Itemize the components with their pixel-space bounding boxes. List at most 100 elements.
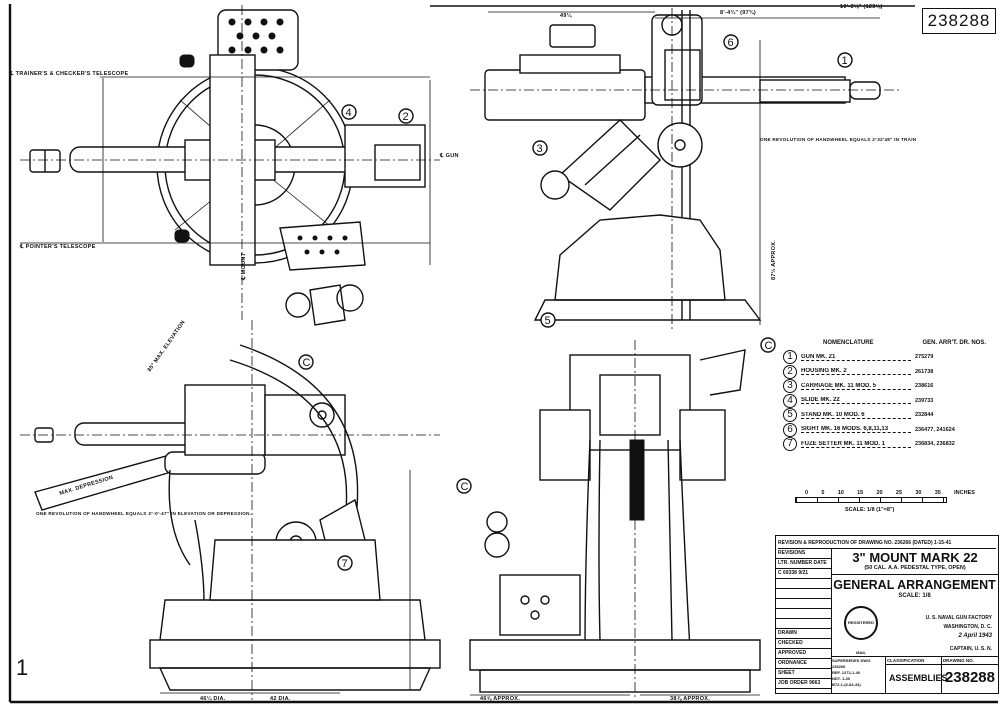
svg-text:6: 6 bbox=[728, 37, 734, 49]
checked-label: CHECKED bbox=[776, 639, 831, 649]
title-block-bottom: SUPERSEDES DWG. 236266 REF. 1272-1-40 ND… bbox=[831, 656, 998, 693]
item-number: 4 bbox=[783, 393, 797, 408]
classification-header: CLASSIFICATION bbox=[885, 657, 941, 665]
max-elevation-label: 85° MAX. ELEVATION bbox=[147, 320, 187, 374]
side-view-top-right: 6 3 5 1 bbox=[470, 8, 900, 330]
dim-top-1: 49¼ bbox=[560, 12, 572, 19]
ordnance-label: ORDNANCE bbox=[776, 659, 831, 669]
note: NDT. 1-40 bbox=[832, 676, 851, 681]
item-name: STAND MK. 10 MOD. 6 bbox=[801, 412, 911, 419]
drawing-no-value: 238288 bbox=[944, 669, 995, 686]
mount-centerline-label: ℄ MOUNT bbox=[240, 252, 247, 281]
sheet-mark: 1 bbox=[16, 655, 29, 680]
svg-text:4: 4 bbox=[346, 107, 352, 119]
trainer-telescope-label: ℄ TRAINER'S & CHECKER'S TELESCOPE bbox=[9, 70, 128, 77]
approx-dim-2: 46⅝ APPROX. bbox=[480, 696, 520, 702]
item-name: SIGHT MK. 16 MODS. 6,8,11,13 bbox=[801, 426, 911, 434]
rev-col: DATE bbox=[813, 560, 827, 566]
drawing-frame bbox=[8, 4, 998, 704]
approved-label: APPROVED bbox=[776, 649, 831, 659]
svg-text:2: 2 bbox=[403, 111, 409, 123]
rev-cell: 9/21 bbox=[798, 570, 809, 576]
approx-dim-3: 38⅞ APPROX. bbox=[670, 696, 710, 702]
item-number: 1 bbox=[783, 350, 797, 365]
scale-tick: 35 bbox=[934, 490, 941, 496]
item-name: GUN MK. 21 bbox=[801, 354, 911, 361]
gun-centerline-label: ℄ GUN bbox=[439, 152, 459, 159]
scale-tick: 0 bbox=[805, 490, 809, 496]
dia-label-2: 42 DIA. bbox=[270, 696, 291, 702]
scale-tick: 20 bbox=[876, 490, 883, 496]
drawing-date: 2 April 1943 bbox=[958, 633, 992, 639]
svg-text:3: 3 bbox=[537, 143, 543, 155]
item-name: SLIDE MK. 22 bbox=[801, 397, 911, 405]
svg-text:7: 7 bbox=[342, 558, 348, 570]
svg-text:C: C bbox=[765, 340, 773, 352]
title-scale: SCALE: 1/8 bbox=[898, 593, 931, 599]
approx-dim-1: 87½ APPROX. bbox=[770, 240, 777, 280]
pointer-telescope-label: ℄ POINTER'S TELESCOPE bbox=[19, 243, 96, 250]
note: SUPERSEDES DWG. 236266 bbox=[832, 658, 872, 669]
item-drawing: 239733 bbox=[915, 397, 934, 404]
table-row: 6 SIGHT MK. 16 MODS. 6,8,11,13 236477, 241… bbox=[783, 422, 998, 438]
factory-name: U. S. NAVAL GUN FACTORY bbox=[925, 615, 992, 621]
handwheel-train-note: ONE REVOLUTION OF HANDWHEEL EQUALS 2°32'… bbox=[760, 137, 917, 142]
revision-columns: LTR. NUMBER DATE bbox=[776, 559, 831, 569]
scale-tick: 15 bbox=[857, 490, 864, 496]
registered-seal: REGISTERED MAIL bbox=[844, 606, 878, 655]
table-row: 7 FUZE SETTER MK. 11 MOD. 1 236834, 236832 bbox=[783, 437, 998, 452]
item-name: FUZE SETTER MK. 11 MOD. 1 bbox=[801, 441, 911, 448]
drawn-label: DRAWN bbox=[776, 629, 831, 639]
table-row: 4 SLIDE MK. 22 239733 bbox=[783, 393, 998, 409]
item-drawing: 236477, 241624 bbox=[915, 426, 955, 433]
side-view-bottom-left: C 7 bbox=[20, 320, 441, 700]
dim-top-2: 8'-4¾" (97¾) bbox=[720, 9, 756, 16]
title-mount: 3" MOUNT MARK 22 bbox=[852, 550, 978, 565]
item-name: HOUSING MK. 2 bbox=[801, 368, 911, 376]
item-drawing: 236834, 236832 bbox=[915, 441, 955, 448]
scale-tick: 10 bbox=[837, 490, 844, 496]
dim-top-3: 10'-3⅛" (123⅛) bbox=[840, 4, 883, 10]
scale-caption: SCALE: 1/8 (1"=8") bbox=[845, 507, 895, 513]
drawing-no-header: DRAWING NO. bbox=[941, 657, 998, 665]
item-number: 2 bbox=[783, 364, 797, 379]
svg-text:C: C bbox=[461, 481, 469, 493]
revision-row: C 69338 9/21 bbox=[776, 569, 831, 579]
scale-tick: 25 bbox=[895, 490, 903, 496]
table-row: 5 STAND MK. 10 MOD. 6 232844 bbox=[783, 408, 998, 423]
table-row: 2 HOUSING MK. 2 261738 bbox=[783, 364, 998, 380]
item-drawing: 232844 bbox=[915, 412, 934, 419]
classification-value: ASSEMBLIES bbox=[888, 673, 948, 683]
handwheel-elev-note: ONE REVOLUTION OF HANDWHEEL EQUALS 3°-0'… bbox=[36, 511, 251, 516]
scale-tick: 5 bbox=[821, 490, 825, 496]
svg-text:5: 5 bbox=[545, 315, 551, 327]
item-number: 6 bbox=[783, 422, 797, 437]
revisions-header: REVISIONS bbox=[776, 549, 831, 559]
title-block: REVISION & REPRODUCTION OF DRAWING NO. 2… bbox=[775, 535, 999, 694]
item-number: 7 bbox=[783, 437, 797, 452]
signature-title: CAPTAIN, U. S. N. bbox=[949, 646, 992, 652]
factory-info: U. S. NAVAL GUN FACTORY WASHINGTON, D. C… bbox=[926, 614, 992, 641]
scale-unit: INCHES bbox=[954, 490, 975, 496]
rev-cell: C bbox=[778, 570, 782, 576]
item-drawing: 261738 bbox=[915, 368, 934, 375]
front-view-top-left: 4 2 bbox=[20, 5, 440, 326]
rear-view-bottom-middle: C C bbox=[456, 337, 776, 700]
note: B72-1-(3-84-44) bbox=[832, 682, 861, 687]
note: REF. 1272-1-40 bbox=[832, 670, 861, 675]
title-general-arrangement: GENERAL ARRANGEMENT bbox=[831, 574, 998, 592]
revisions-column: REVISIONS LTR. NUMBER DATE C 69338 9/21 … bbox=[776, 549, 832, 693]
item-number: 5 bbox=[783, 408, 797, 423]
factory-location: WASHINGTON, D. C. bbox=[943, 624, 992, 630]
scale-tick: 30 bbox=[915, 490, 922, 496]
item-number: 3 bbox=[783, 379, 797, 394]
svg-text:1: 1 bbox=[842, 55, 848, 67]
rev-cell: 69338 bbox=[783, 570, 797, 576]
scale-bar: 0 5 10 15 20 25 30 35 INCHES SCALE: 1/8 (1"=8") bbox=[795, 490, 995, 513]
scale-bar-graphic bbox=[795, 497, 947, 503]
rev-col: LTR. bbox=[778, 560, 789, 566]
